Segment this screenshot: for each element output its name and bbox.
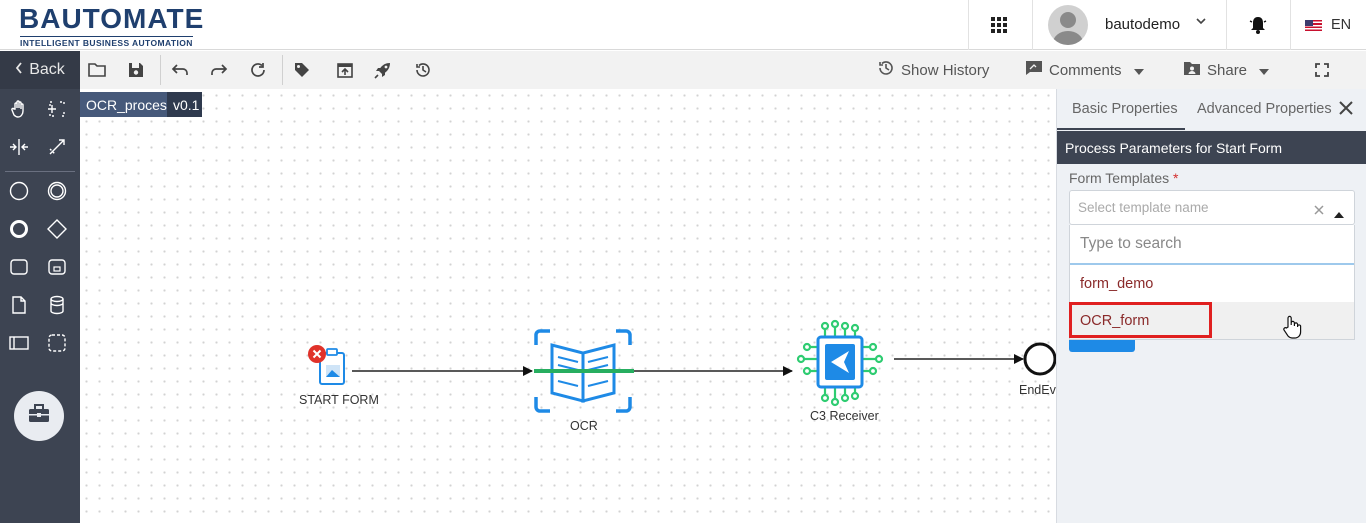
show-history-label: Show History	[901, 61, 990, 79]
form-template-select[interactable]: Select template name	[1069, 190, 1355, 225]
tool-rail: Back	[0, 51, 80, 523]
share-label: Share	[1207, 61, 1248, 79]
start-form-label: START FORM	[299, 393, 379, 407]
ocr-label: OCR	[570, 419, 598, 433]
language-selector[interactable]: EN	[1305, 17, 1351, 33]
clear-icon[interactable]	[1314, 202, 1324, 220]
avatar	[1048, 5, 1088, 45]
username: bautodemo	[1105, 16, 1181, 33]
task-icon[interactable]	[7, 255, 31, 279]
subprocess-icon[interactable]	[45, 255, 69, 279]
option-ocr-form[interactable]: OCR_form	[1070, 302, 1354, 339]
connect-tool-icon[interactable]	[45, 135, 69, 159]
comment-icon	[1025, 60, 1043, 80]
close-panel-icon[interactable]	[1339, 101, 1353, 120]
section-header: Process Parameters for Start Form	[1057, 131, 1366, 164]
hand-cursor-icon	[1282, 315, 1302, 344]
top-header: BAUTOMATE INTELLIGENT BUSINESS AUTOMATIO…	[0, 0, 1366, 50]
share-button[interactable]: Share	[1183, 60, 1270, 80]
hand-tool-icon[interactable]	[7, 97, 31, 121]
comments-button[interactable]: Comments	[1025, 60, 1144, 80]
undo-icon[interactable]	[169, 59, 191, 81]
c3-receiver-label: C3 Receiver	[810, 409, 879, 423]
export-icon[interactable]	[334, 59, 356, 81]
us-flag-icon	[1305, 19, 1322, 31]
tab-advanced-properties[interactable]: Advanced Properties	[1197, 101, 1332, 117]
show-history-button[interactable]: Show History	[877, 60, 989, 80]
logo-title: BAUTOMATE	[19, 3, 205, 34]
deploy-rocket-icon[interactable]	[372, 59, 394, 81]
highlight-box	[1069, 302, 1212, 338]
history-clock-icon[interactable]	[412, 59, 434, 81]
process-name-tag: OCR_process	[80, 92, 174, 117]
fullscreen-icon[interactable]	[1311, 59, 1333, 81]
intermediate-event-icon[interactable]	[45, 179, 69, 203]
caret-down-icon	[1259, 62, 1270, 79]
folder-icon[interactable]	[86, 59, 108, 81]
logo-subtitle: INTELLIGENT BUSINESS AUTOMATION	[20, 36, 193, 48]
toolbox-button[interactable]	[14, 391, 64, 441]
search-placeholder: Type to search	[1080, 235, 1182, 252]
back-label: Back	[29, 61, 65, 78]
active-tab-underline	[1057, 128, 1185, 130]
briefcase-icon	[27, 403, 51, 430]
share-folder-icon	[1183, 60, 1201, 80]
end-event-node[interactable]	[1023, 342, 1056, 376]
space-tool-icon[interactable]	[7, 135, 31, 159]
start-form-node[interactable]	[308, 345, 345, 385]
caret-up-icon[interactable]	[1334, 205, 1344, 223]
chevron-left-icon	[15, 61, 23, 79]
c3-receiver-node[interactable]	[796, 319, 884, 407]
user-menu[interactable]: bautodemo	[1048, 5, 1218, 45]
select-placeholder: Select template name	[1078, 200, 1209, 215]
comments-label: Comments	[1049, 61, 1122, 79]
tag-icon[interactable]	[291, 59, 313, 81]
editor-toolbar: Show History Comments Share	[80, 51, 1366, 89]
diagram-svg	[308, 319, 1056, 413]
required-mark: *	[1173, 170, 1179, 186]
apps-grid-icon[interactable]	[990, 16, 1008, 34]
diagram-canvas[interactable]: OCR_process v0.1	[80, 89, 1056, 523]
save-icon[interactable]	[125, 59, 147, 81]
language-label: EN	[1331, 17, 1352, 33]
bell-icon[interactable]	[1248, 15, 1268, 40]
start-event-icon[interactable]	[7, 179, 31, 203]
end-event-label: EndEvent	[1019, 383, 1056, 397]
option-form-demo[interactable]: form_demo	[1080, 275, 1154, 292]
ocr-task-node[interactable]	[534, 329, 634, 413]
template-dropdown: Type to search form_demo OCR_form	[1069, 225, 1355, 340]
group-icon[interactable]	[45, 331, 69, 355]
form-templates-label: Form Templates *	[1069, 170, 1179, 186]
chevron-down-icon	[1195, 14, 1207, 33]
pool-icon[interactable]	[7, 331, 31, 355]
version-tag: v0.1	[167, 92, 202, 117]
back-button[interactable]: Back	[0, 51, 80, 89]
end-event-icon[interactable]	[7, 217, 31, 241]
tab-basic-properties[interactable]: Basic Properties	[1072, 101, 1178, 117]
lasso-tool-icon[interactable]	[45, 97, 69, 121]
caret-down-icon	[1133, 62, 1144, 79]
gateway-icon[interactable]	[45, 217, 69, 241]
template-search-input[interactable]: Type to search	[1070, 225, 1354, 265]
data-store-icon[interactable]	[45, 293, 69, 317]
history-icon	[877, 59, 895, 81]
refresh-icon[interactable]	[247, 59, 269, 81]
data-object-icon[interactable]	[7, 293, 31, 317]
redo-icon[interactable]	[208, 59, 230, 81]
properties-panel: Basic Properties Advanced Properties Pro…	[1056, 89, 1366, 523]
